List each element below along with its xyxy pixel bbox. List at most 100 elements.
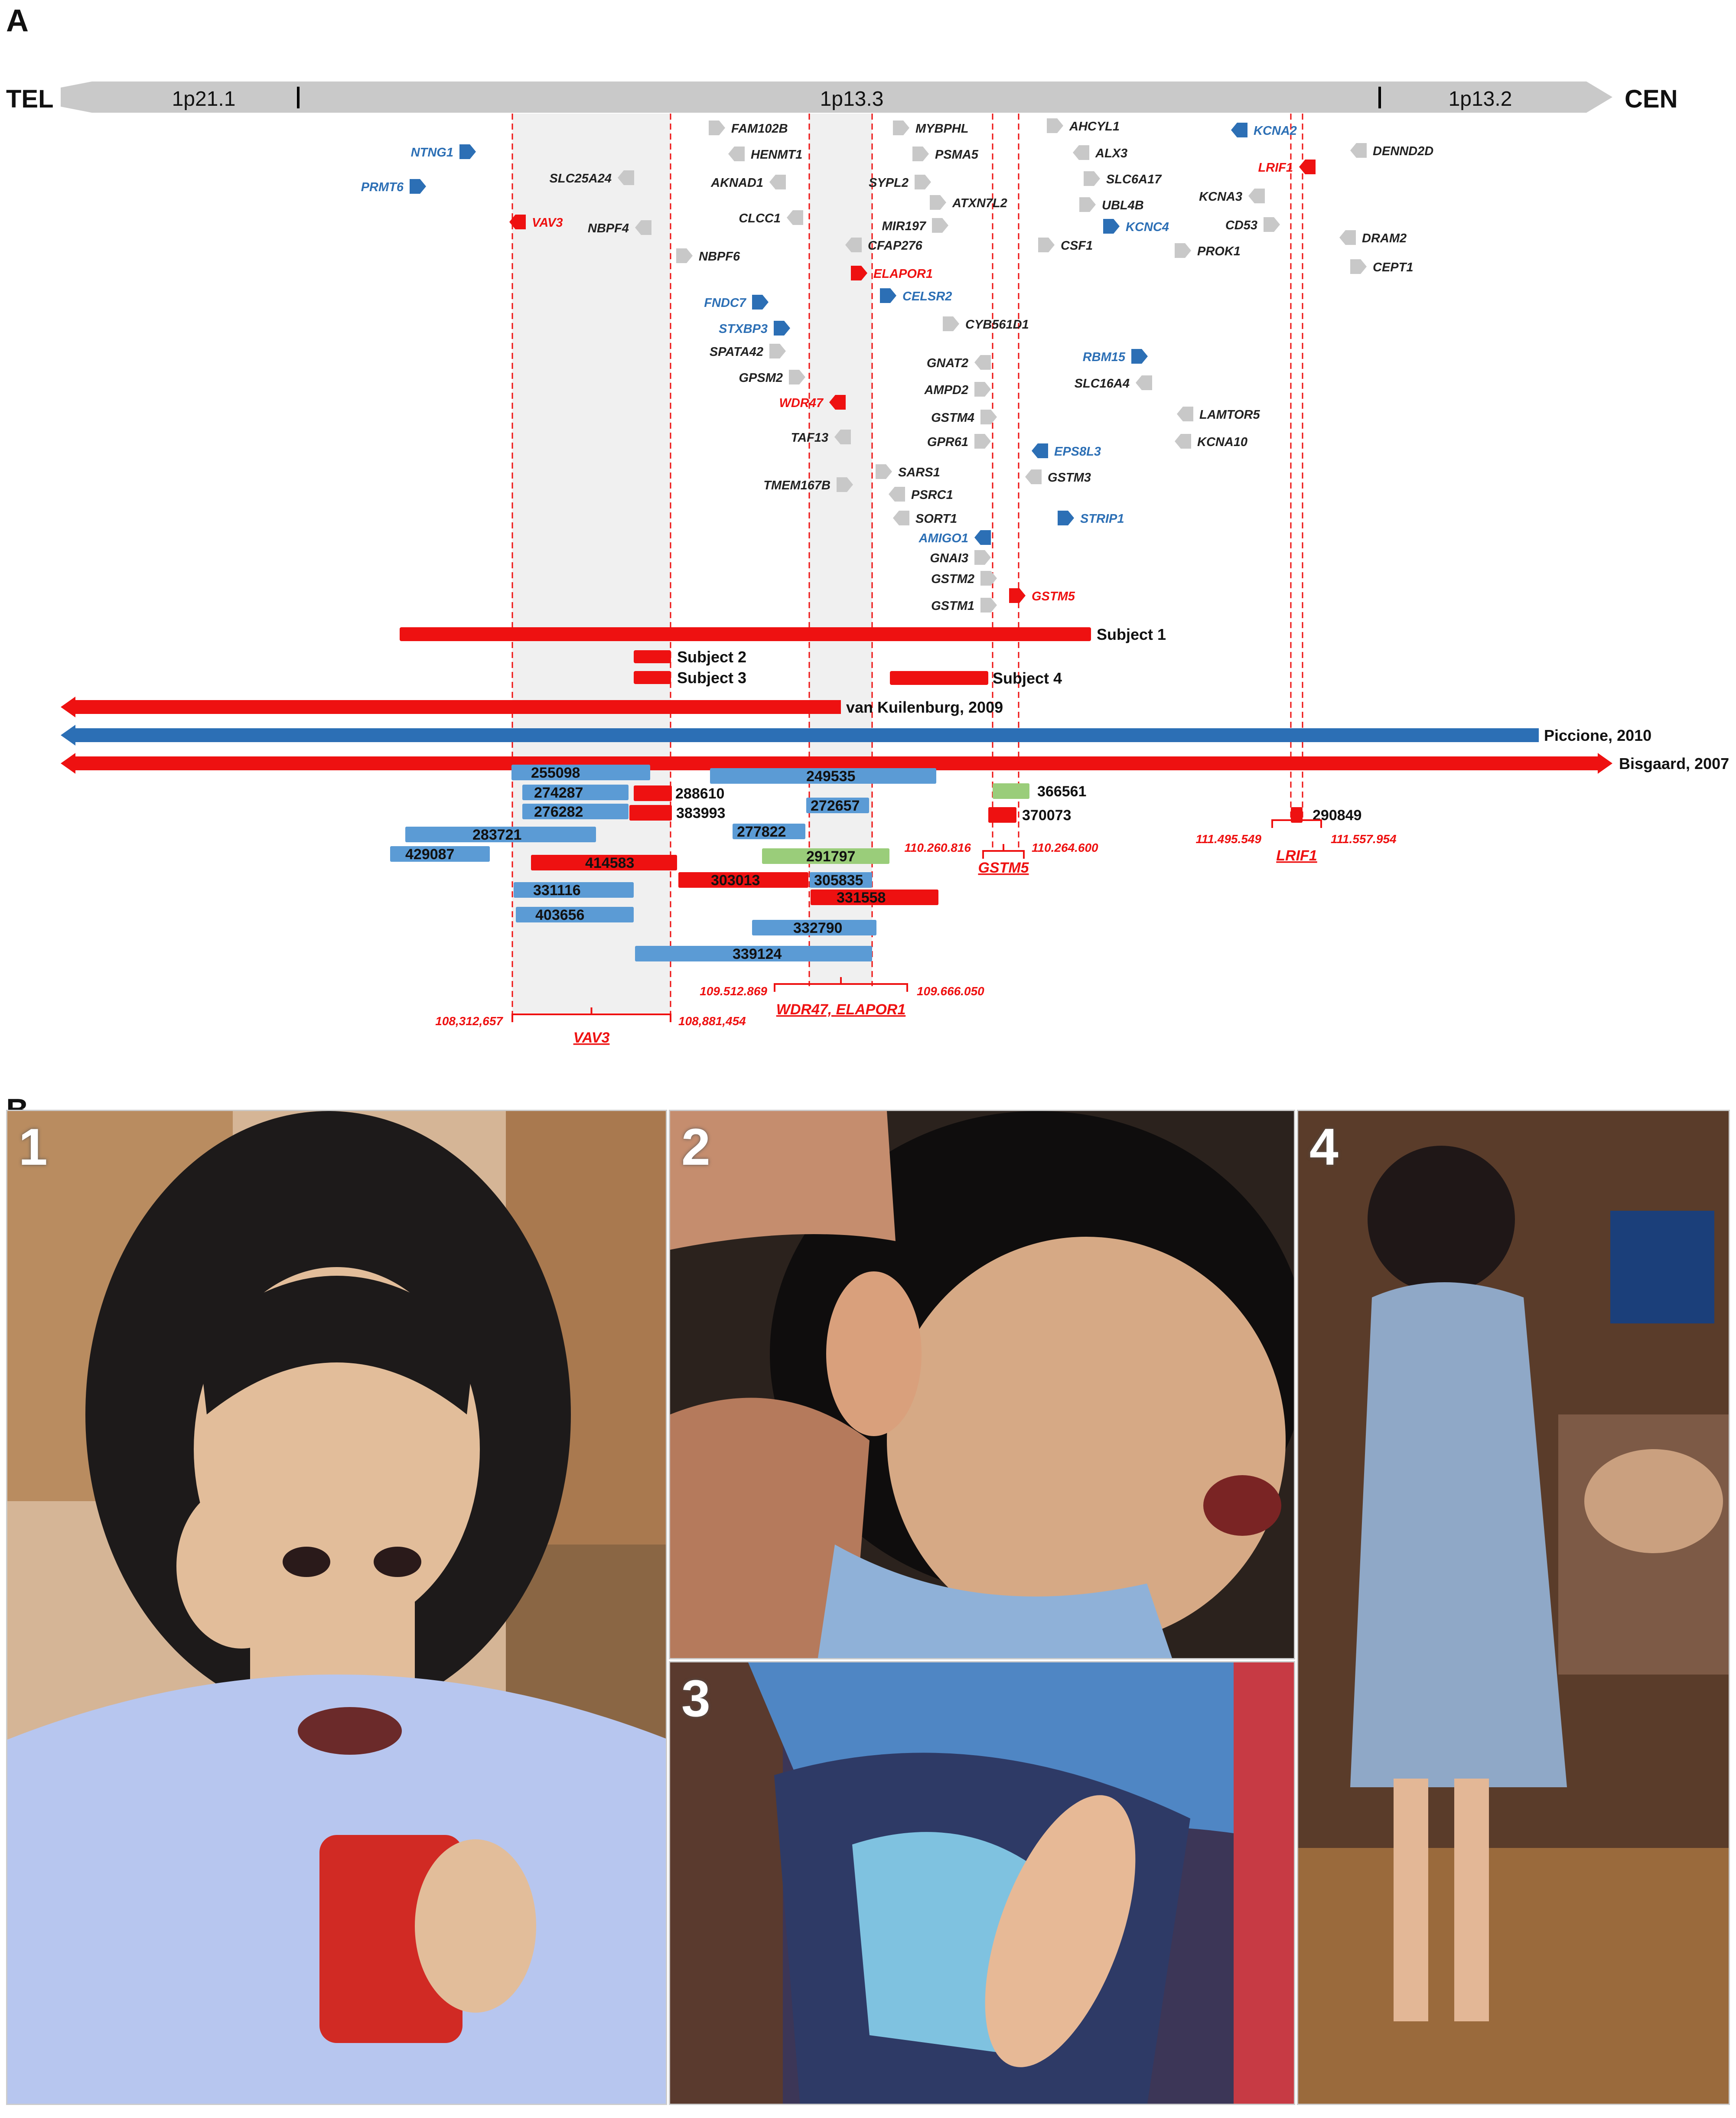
- gene-label-prok1: PROK1: [1197, 244, 1241, 258]
- case-bar-291797: [762, 848, 889, 864]
- gene-henmt1: HENMT1: [728, 147, 802, 162]
- gene-arrow-gstm2: [980, 571, 997, 586]
- case-339124: 339124: [635, 946, 872, 962]
- gene-arrow-kcna2: [1231, 123, 1247, 137]
- gene-label-mybphl: MYBPHL: [915, 122, 968, 136]
- subject-bisgaard-2007: Bisgaard, 2007: [61, 753, 1729, 774]
- gene-label-henmt1: HENMT1: [751, 148, 802, 162]
- gene-taf13: TAF13: [791, 430, 851, 445]
- gene-arrow-amigo1: [974, 530, 991, 545]
- gene-label-vav3: VAV3: [532, 216, 563, 230]
- band-label-1p13-3: 1p13.3: [820, 88, 884, 111]
- gene-label-gnai3: GNAI3: [930, 551, 968, 565]
- region-start-label: 110.260.816: [904, 841, 971, 854]
- subject-bar-van-kuilenburg-2009: [74, 700, 841, 714]
- gene-arrow-eps8l3: [1032, 443, 1048, 458]
- gene-gstm4: GSTM4: [931, 410, 997, 425]
- gene-arrow-clcc1: [787, 210, 803, 225]
- shaded-region-wdr47: [809, 114, 872, 985]
- decipher-case-track: 2550982742872762822886103839932837214290…: [390, 765, 1361, 962]
- gene-gpsm2: GPSM2: [739, 370, 805, 385]
- gene-arrow-kcna10: [1175, 434, 1191, 449]
- gene-prmt6: PRMT6: [361, 179, 426, 194]
- region-end-label: 108,881,454: [678, 1014, 746, 1028]
- subject-bar-subject-3: [634, 671, 671, 684]
- gene-arrow-elapor1: [851, 266, 867, 280]
- photo-3-image: [670, 1662, 1294, 2104]
- gene-label-kcnc4: KCNC4: [1126, 220, 1169, 234]
- case-label-249535: 249535: [806, 768, 855, 785]
- case-label-366561: 366561: [1037, 783, 1086, 800]
- case-label-303013: 303013: [711, 872, 760, 889]
- case-414583: 414583: [531, 855, 677, 871]
- gene-label-ubl4b: UBL4B: [1102, 199, 1144, 212]
- gene-arrow-spata42: [769, 344, 786, 358]
- case-276282: 276282: [522, 804, 629, 820]
- gene-arrow-fam102b: [709, 121, 725, 135]
- gene-arrow-cyb561d1: [943, 316, 959, 331]
- gene-atxn7l2: ATXN7L2: [930, 195, 1007, 210]
- tel-label: TEL: [6, 85, 54, 113]
- case-bar-339124: [635, 946, 872, 961]
- case-bar-331558: [811, 890, 938, 905]
- gene-arrow-nbpf4: [635, 220, 651, 235]
- case-366561: 366561: [993, 783, 1086, 800]
- gene-arrow-ubl4b: [1079, 197, 1096, 212]
- case-370073: 370073: [988, 807, 1071, 824]
- case-label-290849: 290849: [1313, 807, 1361, 824]
- gene-arrow-prok1: [1175, 243, 1191, 258]
- case-bar-272657: [806, 798, 869, 813]
- region-end-label: 111.557.954: [1331, 832, 1397, 846]
- gene-label-slc25a24: SLC25A24: [550, 172, 612, 186]
- case-label-332790: 332790: [793, 920, 842, 936]
- gene-label-lrif1: LRIF1: [1258, 161, 1293, 175]
- gene-cyb561d1: CYB561D1: [943, 316, 1029, 332]
- gene-ntng1: NTNG1: [411, 144, 476, 160]
- case-label-383993: 383993: [676, 805, 725, 821]
- gene-arrow-cd53: [1264, 217, 1280, 232]
- subject-label-subject-3: Subject 3: [677, 669, 746, 687]
- gene-label-fndc7: FNDC7: [704, 296, 747, 310]
- gene-label-dennd2d: DENND2D: [1373, 144, 1433, 158]
- photo-3: 3: [669, 1661, 1295, 2105]
- gene-label-gstm3: GSTM3: [1048, 471, 1091, 485]
- gene-cept1: CEPT1: [1350, 259, 1413, 274]
- gene-label-psrc1: PSRC1: [911, 488, 953, 502]
- gene-arrow-vav3: [509, 215, 526, 229]
- gene-label-prmt6: PRMT6: [361, 180, 404, 194]
- gene-label-gstm2: GSTM2: [931, 572, 974, 586]
- gene-arrow-slc6a17: [1084, 171, 1100, 186]
- gene-label-alx3: ALX3: [1095, 147, 1127, 160]
- gene-lamtor5: LAMTOR5: [1177, 407, 1260, 422]
- gene-arrow-lrif1: [1299, 160, 1316, 174]
- gene-arrow-strip1: [1058, 511, 1074, 525]
- gene-label-nbpf4: NBPF4: [588, 222, 629, 235]
- gene-aknad1: AKNAD1: [710, 175, 786, 190]
- gene-label-gstm1: GSTM1: [931, 599, 974, 613]
- gene-label-aknad1: AKNAD1: [710, 176, 763, 190]
- cen-label: CEN: [1625, 85, 1677, 113]
- panel-a-label: A: [6, 3, 29, 38]
- gene-gstm2: GSTM2: [931, 571, 997, 586]
- gene-arrow-slc25a24: [618, 170, 634, 185]
- case-bar-303013: [678, 872, 808, 888]
- case-331558: 331558: [811, 890, 938, 906]
- subject-bar-bisgaard-2007: [74, 756, 1599, 770]
- band-label-1p13-2: 1p13.2: [1449, 88, 1512, 111]
- subject-subject-3: Subject 3: [634, 669, 746, 687]
- gene-mybphl: MYBPHL: [893, 121, 968, 136]
- gene-wdr47: WDR47: [779, 395, 846, 410]
- case-bar-283721: [405, 827, 596, 842]
- gene-arrow-gstm4: [980, 410, 997, 424]
- gene-label-stxbp3: STXBP3: [719, 322, 768, 336]
- case-383993: 383993: [629, 805, 725, 821]
- case-291797: 291797: [762, 848, 889, 865]
- gene-arrow-gnat2: [974, 355, 991, 370]
- case-283721: 283721: [405, 827, 596, 843]
- photo-1: 1: [6, 1110, 667, 2105]
- gene-kcna2: KCNA2: [1231, 123, 1297, 138]
- gene-prok1: PROK1: [1175, 243, 1241, 258]
- region-gene-label: GSTM5: [978, 860, 1029, 876]
- case-bar-414583: [531, 855, 677, 870]
